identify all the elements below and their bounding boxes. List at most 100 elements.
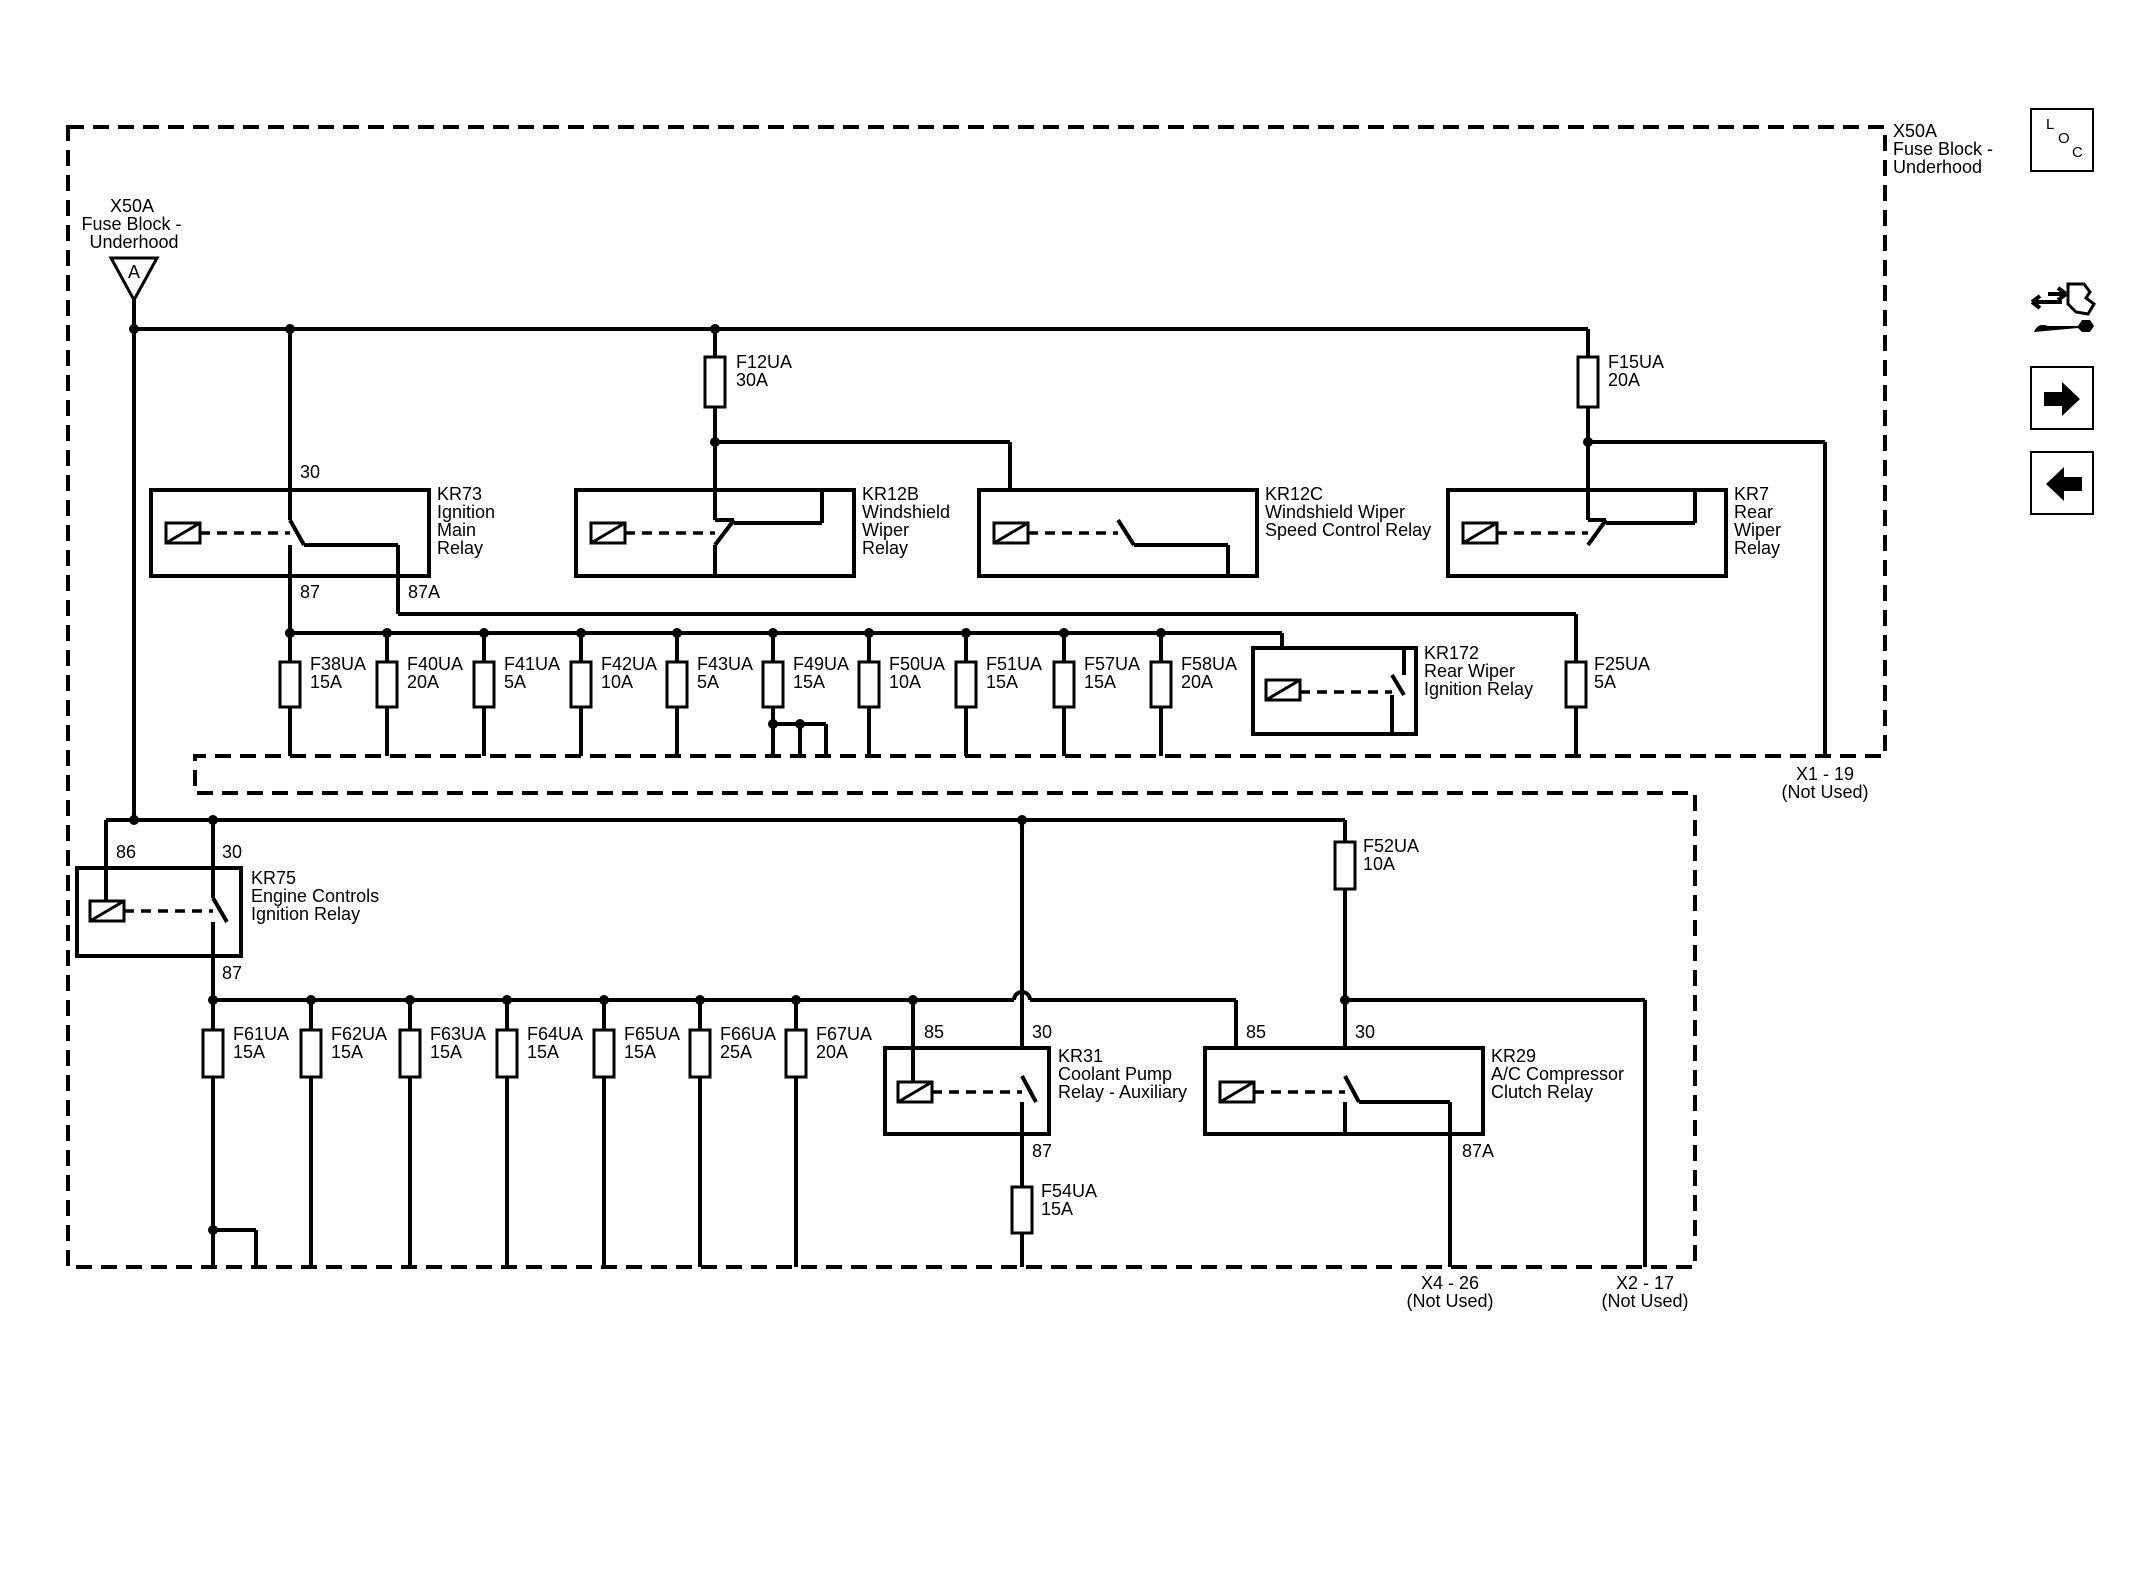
svg-text:30A: 30A — [736, 370, 768, 390]
svg-text:15A: 15A — [1084, 672, 1116, 692]
svg-text:F25UA: F25UA — [1594, 654, 1650, 674]
fuse-f15ua: F15UA 20A — [1576, 352, 1664, 409]
svg-text:F15UA: F15UA — [1608, 352, 1664, 372]
fuse-f54ua: F54UA 15A — [1010, 1181, 1097, 1235]
previous-arrow-icon — [2046, 467, 2082, 501]
svg-text:5A: 5A — [1594, 672, 1616, 692]
svg-text:(Not Used): (Not Used) — [1406, 1291, 1493, 1311]
svg-text:KR7 Rear Wiper: KR7 Rear Wiper Relay — [1734, 484, 1786, 558]
relay-kr31: 85 30 87 KR31 Coolant Pump Relay - Auxil… — [883, 1022, 1187, 1161]
svg-text:F51UA: F51UA — [986, 654, 1042, 674]
svg-text:15A: 15A — [986, 672, 1018, 692]
svg-text:30: 30 — [1032, 1022, 1052, 1042]
svg-text:15A: 15A — [430, 1042, 462, 1062]
upper-fuse-row: F38UA15AF40UA20AF41UA5AF42UA10AF43UA5AF4… — [278, 654, 1237, 709]
svg-text:87: 87 — [222, 963, 242, 983]
svg-text:20A: 20A — [1608, 370, 1640, 390]
svg-text:F57UA: F57UA — [1084, 654, 1140, 674]
svg-text:F58UA: F58UA — [1181, 654, 1237, 674]
svg-text:86: 86 — [116, 842, 136, 862]
fuse-block-label-right: X50A Fuse Block - Underhood — [1893, 121, 1998, 177]
svg-text:15A: 15A — [331, 1042, 363, 1062]
relay-kr12b: KR12B Windshield Wiper Relay — [574, 484, 955, 578]
loc-letter-l: L — [2046, 116, 2055, 133]
connector-x1-19: X1 - 19 (Not Used) — [1781, 764, 1868, 802]
svg-text:10A: 10A — [601, 672, 633, 692]
svg-text:F41UA: F41UA — [504, 654, 560, 674]
svg-text:KR12C Windshield Wiper: KR12C Windshield Wiper Speed Control Rel… — [1265, 484, 1431, 540]
svg-text:F12UA: F12UA — [736, 352, 792, 372]
svg-text:10A: 10A — [1363, 854, 1395, 874]
svg-text:F64UA: F64UA — [527, 1024, 583, 1044]
svg-text:F50UA: F50UA — [889, 654, 945, 674]
svg-text:KR172 Rear Wiper I: KR172 Rear Wiper Ignition Relay — [1424, 643, 1533, 699]
svg-text:F43UA: F43UA — [697, 654, 753, 674]
svg-text:F54UA: F54UA — [1041, 1181, 1097, 1201]
svg-text:87: 87 — [300, 582, 320, 602]
svg-text:15A: 15A — [624, 1042, 656, 1062]
svg-text:KR12B Windshield W: KR12B Windshield Wiper Relay — [862, 484, 955, 558]
lower-wiring — [104, 815, 1647, 1267]
loc-letter-c: C — [2072, 144, 2083, 161]
svg-text:15A: 15A — [793, 672, 825, 692]
lower-fuse-row: F61UA15AF62UA15AF63UA15AF64UA15AF65UA15A… — [201, 1024, 872, 1079]
svg-text:87: 87 — [1032, 1141, 1052, 1161]
svg-text:F65UA: F65UA — [624, 1024, 680, 1044]
previous-page-button[interactable] — [2030, 451, 2094, 515]
svg-text:5A: 5A — [697, 672, 719, 692]
svg-text:X1 - 19: X1 - 19 — [1796, 764, 1854, 784]
connector-wrench-icon[interactable] — [2028, 276, 2098, 346]
svg-text:20A: 20A — [816, 1042, 848, 1062]
svg-text:KR73 Ignition Main: KR73 Ignition Main Relay — [437, 484, 500, 558]
relay-kr29: 85 30 87A KR29 A/C Compressor Clutch Rel… — [1203, 1022, 1629, 1161]
relay-kr12c: KR12C Windshield Wiper Speed Control Rel… — [977, 484, 1431, 578]
svg-text:5A: 5A — [504, 672, 526, 692]
next-arrow-icon — [2044, 382, 2080, 416]
svg-text:A: A — [128, 262, 140, 282]
upper-wiring — [129, 300, 1827, 820]
fuse-f12ua: F12UA 30A — [703, 352, 792, 409]
fuse-f25ua: F25UA 5A — [1564, 654, 1650, 709]
relay-kr75: 86 30 87 KR75 Engine Controls Ignition R… — [75, 842, 379, 983]
fuse-block-boundary — [66, 125, 1887, 1269]
relay-kr172: KR172 Rear Wiper Ignition Relay — [1251, 643, 1533, 736]
svg-text:20A: 20A — [1181, 672, 1213, 692]
component-locator-button[interactable]: L O C — [2030, 108, 2094, 172]
svg-text:85: 85 — [1246, 1022, 1266, 1042]
svg-text:25A: 25A — [720, 1042, 752, 1062]
svg-text:15A: 15A — [310, 672, 342, 692]
connector-a-symbol: A — [108, 256, 160, 304]
svg-text:(Not Used): (Not Used) — [1781, 782, 1868, 802]
svg-text:15A: 15A — [233, 1042, 265, 1062]
svg-text:F49UA: F49UA — [793, 654, 849, 674]
svg-text:15A: 15A — [527, 1042, 559, 1062]
next-page-button[interactable] — [2030, 366, 2094, 430]
svg-text:KR29 A/C Compressor: KR29 A/C Compressor Clutch Relay — [1491, 1046, 1629, 1102]
connector-x2-17: X2 - 17 (Not Used) — [1601, 1273, 1688, 1311]
connector-x4-26: X4 - 26 (Not Used) — [1406, 1273, 1493, 1311]
svg-text:30: 30 — [300, 462, 320, 482]
relay-kr7: KR7 Rear Wiper Relay — [1446, 484, 1786, 578]
fuse-block-label-left: X50A Fuse Block - Underhood — [81, 196, 186, 252]
fuse-f52ua: F52UA 10A — [1333, 836, 1419, 891]
svg-text:F61UA: F61UA — [233, 1024, 289, 1044]
svg-text:15A: 15A — [1041, 1199, 1073, 1219]
svg-text:30: 30 — [1355, 1022, 1375, 1042]
svg-text:F62UA: F62UA — [331, 1024, 387, 1044]
svg-text:F52UA: F52UA — [1363, 836, 1419, 856]
svg-text:F42UA: F42UA — [601, 654, 657, 674]
svg-text:X2 - 17: X2 - 17 — [1616, 1273, 1674, 1293]
